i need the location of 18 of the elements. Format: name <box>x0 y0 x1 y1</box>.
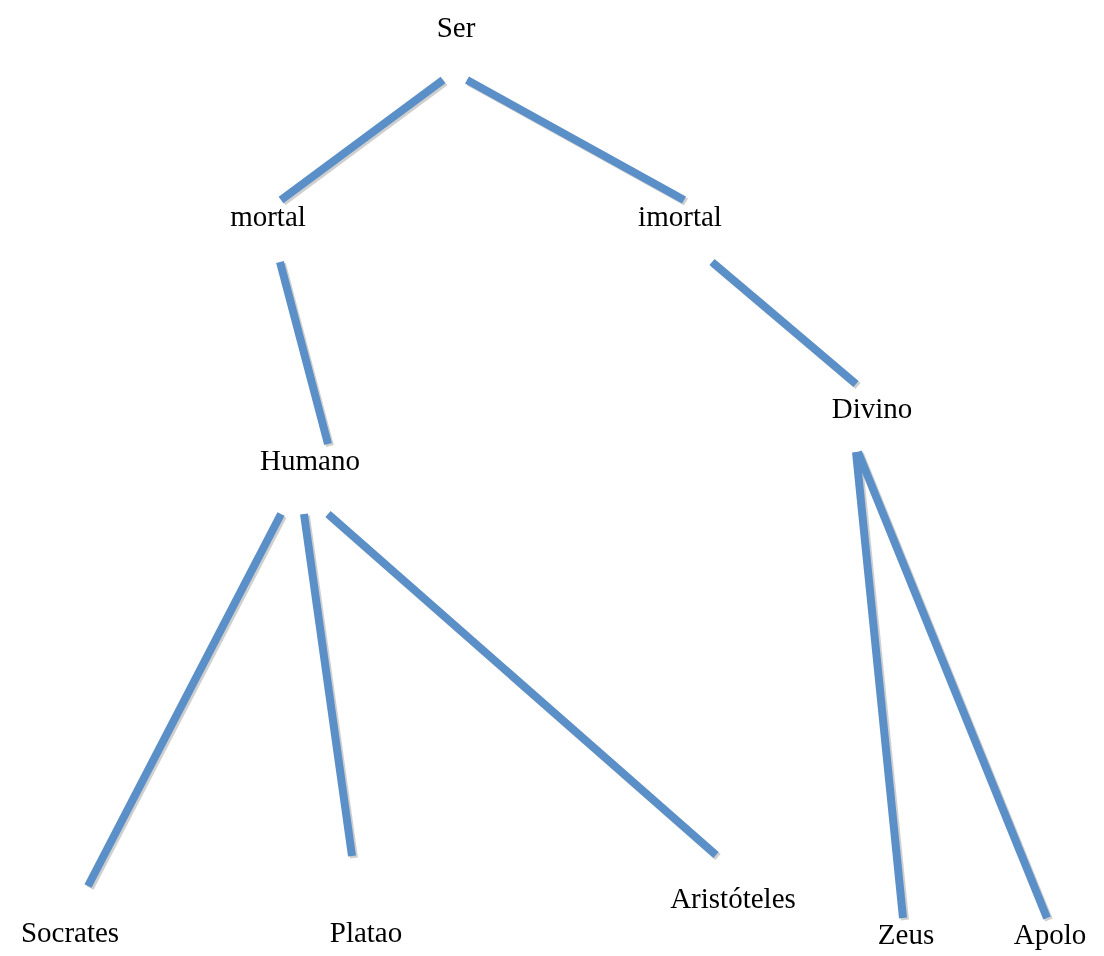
node-label: mortal <box>230 200 306 234</box>
node-label: imortal <box>638 200 722 234</box>
node-label: Ser <box>436 11 476 45</box>
connector-line <box>276 261 332 445</box>
node-label: Zeus <box>877 918 935 950</box>
connector-line <box>300 513 356 857</box>
node-label: Platao <box>329 916 403 950</box>
connector-line <box>325 511 719 858</box>
node-label: Aristóteles <box>670 882 796 916</box>
connector-line <box>465 76 686 204</box>
node-label: Apolo <box>1013 918 1087 950</box>
connector-line <box>278 76 446 204</box>
node-label: Humano <box>260 444 360 478</box>
connector-line <box>709 258 859 388</box>
connector-line <box>84 512 285 888</box>
node-label: Divino <box>831 392 913 426</box>
connector-line <box>852 451 907 919</box>
node-label: Socrates <box>20 916 120 950</box>
